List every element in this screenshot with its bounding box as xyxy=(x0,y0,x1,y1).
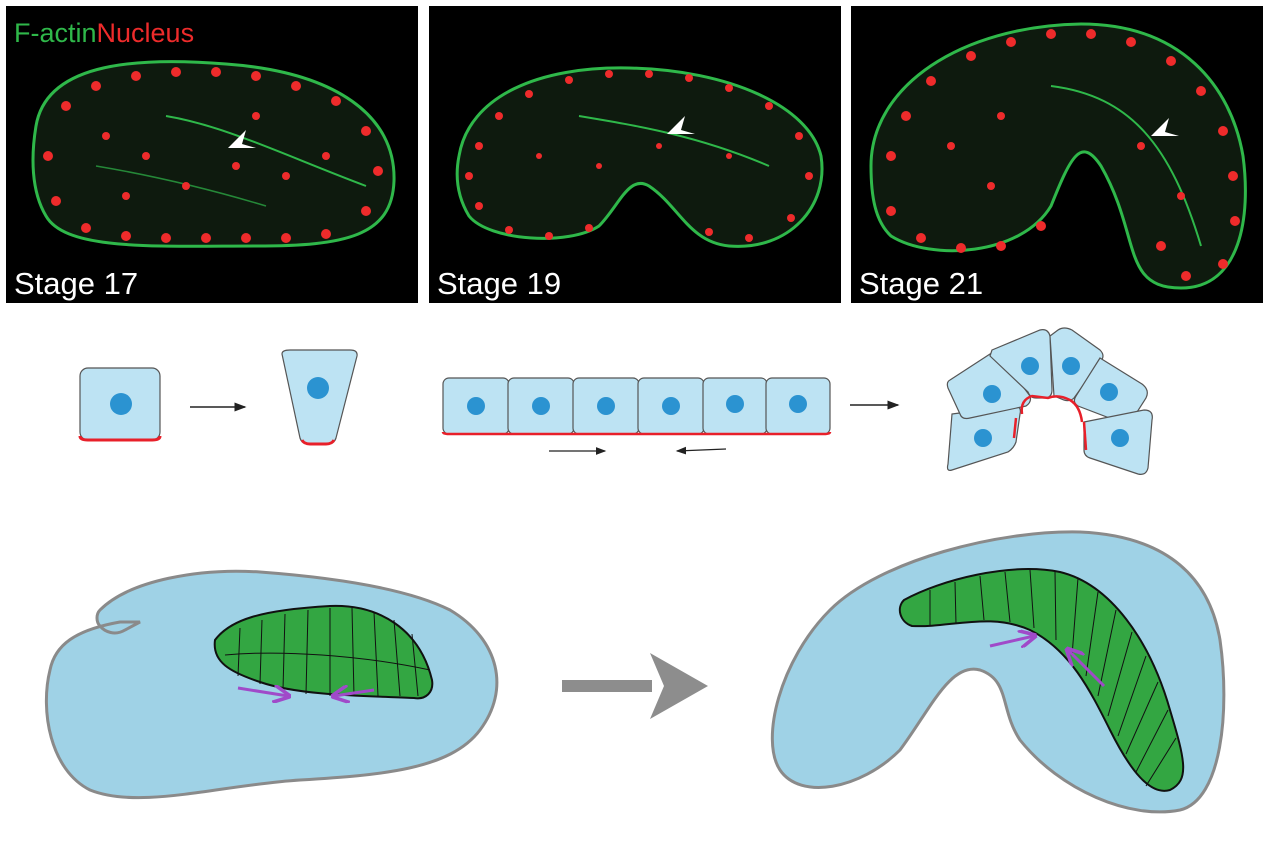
cell-square xyxy=(78,367,162,442)
micrograph-stage-17: F-actinNucleus Stage 17 xyxy=(6,6,418,303)
embryo-schematic-before xyxy=(44,569,499,800)
arrow-converge-left xyxy=(675,446,727,455)
embryo-image-stage-17 xyxy=(31,60,396,248)
cell-wedge xyxy=(281,349,358,446)
embryo-image-stage-19 xyxy=(455,66,824,248)
progression-arrow xyxy=(562,653,708,719)
stain-legend: F-actinNucleus xyxy=(14,20,194,47)
cell-arch xyxy=(946,327,1153,475)
embryo-image-stage-21 xyxy=(869,22,1247,290)
embryo-schematic-after xyxy=(770,530,1226,814)
legend-factin: F-actin xyxy=(14,18,97,48)
stage-label: Stage 21 xyxy=(859,266,984,301)
micrograph-stage-19: Stage 19 xyxy=(429,6,841,303)
stage-label: Stage 17 xyxy=(14,266,139,301)
legend-nucleus: Nucleus xyxy=(96,18,195,48)
schematic-diagram xyxy=(44,327,1226,814)
micrograph-stage-21: Stage 21 xyxy=(851,6,1263,303)
cell-sheet xyxy=(441,377,832,436)
stage-label: Stage 19 xyxy=(437,266,562,301)
